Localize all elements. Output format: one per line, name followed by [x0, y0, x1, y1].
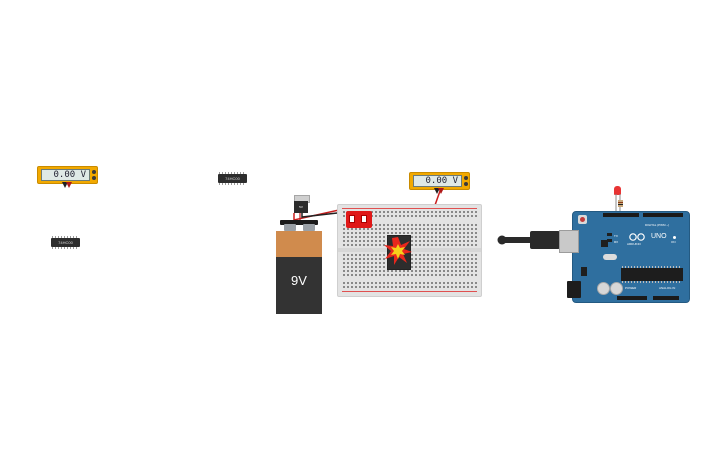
reset-button[interactable] — [578, 215, 587, 224]
multimeter-left[interactable]: 0.00 V — [37, 166, 98, 184]
ic-chip-left[interactable]: 74HC00 — [51, 236, 80, 249]
multimeter-left-display: 0.00 V — [41, 169, 90, 181]
multimeter-center-probes[interactable] — [432, 188, 446, 196]
switch-key[interactable] — [349, 215, 355, 223]
digital-header-high[interactable] — [643, 213, 683, 217]
power-header[interactable] — [617, 296, 647, 300]
usb-plug[interactable] — [530, 231, 560, 249]
multimeter-left-probes[interactable] — [60, 182, 74, 190]
analog-header[interactable] — [653, 296, 679, 300]
ic-pins — [52, 247, 79, 249]
dip-switch[interactable] — [346, 211, 372, 228]
ic-pins — [52, 236, 79, 238]
board-model: UNO — [651, 233, 667, 240]
multimeter-knob — [464, 176, 468, 180]
chip-pins — [622, 266, 682, 268]
ic-label: 74HC00 — [225, 176, 240, 181]
rx-label: RX — [614, 240, 619, 244]
multimeter-center-display: 0.00 V — [413, 175, 462, 187]
atmega-chip — [621, 266, 683, 283]
battery-9v[interactable]: 9V — [276, 220, 322, 314]
power-label: POWER — [625, 286, 637, 290]
wire-black-battery[interactable] — [301, 211, 347, 218]
multimeter-knob — [464, 182, 468, 186]
multimeter-knob — [92, 170, 96, 174]
ic-pins — [219, 183, 246, 185]
battery-body: 9V — [276, 257, 322, 314]
explosion-icon — [384, 237, 412, 265]
chip-pins — [622, 281, 682, 283]
voltage-regulator[interactable]: 5V — [294, 201, 308, 213]
power-rail-top[interactable] — [342, 210, 477, 218]
battery-terminal-positive — [303, 224, 315, 231]
battery-top-band — [276, 231, 322, 257]
smd-led — [607, 239, 612, 242]
capacitor — [597, 282, 610, 295]
digital-label: DIGITAL (PWM ~) — [645, 223, 670, 227]
power-rail-bottom[interactable] — [342, 281, 477, 289]
analog-label: ANALOG IN — [659, 286, 676, 290]
on-label: ON — [671, 240, 676, 244]
mounting-hole — [673, 236, 676, 239]
capacitor — [610, 282, 623, 295]
tx-label: TX — [614, 234, 618, 238]
led-red[interactable] — [614, 186, 621, 195]
regulator-smd — [581, 267, 587, 276]
digital-header-low[interactable] — [603, 213, 639, 217]
battery-label: 9V — [291, 273, 307, 288]
battery-cap — [280, 220, 318, 225]
ic-chip-top[interactable]: 74HC00 — [218, 172, 247, 185]
rail-line-red — [342, 208, 477, 209]
arduino-logo-icon — [629, 233, 645, 241]
power-jack — [567, 281, 581, 298]
ic-pins — [219, 172, 246, 174]
usb-port — [559, 230, 579, 253]
switch-key[interactable] — [361, 215, 367, 223]
regulator-label: 5V — [299, 205, 303, 209]
smd-led — [607, 233, 612, 236]
ic-label: 74HC00 — [58, 240, 73, 245]
arduino-logo-text: ARDUINO — [627, 242, 641, 246]
rail-line-red — [342, 291, 477, 292]
led-legs — [615, 194, 623, 213]
crystal — [603, 254, 617, 260]
multimeter-knob — [92, 176, 96, 180]
usb-chip — [601, 240, 608, 247]
arduino-uno-board[interactable]: DIGITAL (PWM ~) UNO ARDUINO TX RX ON POW… — [559, 211, 690, 303]
usb-cable[interactable] — [497, 233, 537, 247]
battery-terminal-negative — [284, 224, 296, 231]
